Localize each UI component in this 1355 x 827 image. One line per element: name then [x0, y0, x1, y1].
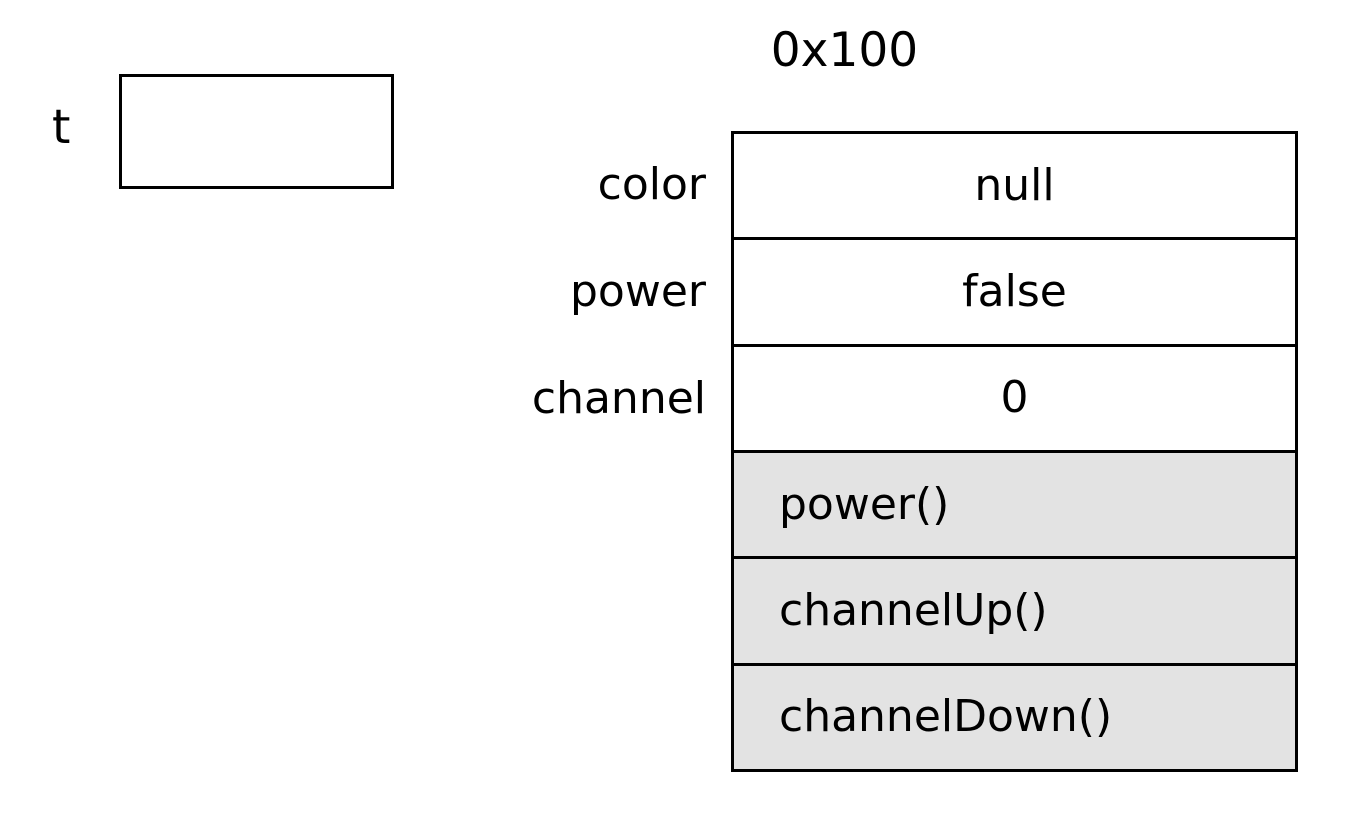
variable-box-value	[122, 77, 391, 186]
field-value-power: false	[962, 265, 1067, 317]
object-address-label: 0x100	[770, 23, 919, 78]
object-method-row-power: power()	[734, 452, 1295, 560]
field-label-color: color	[597, 158, 706, 210]
field-label-power: power	[570, 265, 706, 317]
method-label-channel-down: channelDown()	[779, 691, 1113, 743]
field-value-color: null	[974, 159, 1055, 211]
stack-frame: t	[0, 0, 420, 220]
field-name-labels: color power channel	[420, 131, 706, 452]
object-field-row-power: false	[734, 240, 1295, 347]
method-label-power: power()	[779, 478, 950, 530]
variable-box	[119, 74, 394, 189]
object-box: null false 0 power() channelUp() channel…	[731, 131, 1298, 772]
variable-name-label: t	[52, 100, 71, 155]
object-field-row-channel: 0	[734, 346, 1295, 453]
heap-object: null false 0 power() channelUp() channel…	[731, 131, 1298, 772]
object-field-row-color: null	[734, 134, 1295, 241]
object-method-row-channel-down: channelDown()	[734, 665, 1295, 769]
object-method-row-channel-up: channelUp()	[734, 559, 1295, 666]
field-label-channel: channel	[531, 372, 706, 424]
method-label-channel-up: channelUp()	[779, 584, 1048, 636]
field-value-channel: 0	[1000, 372, 1029, 424]
